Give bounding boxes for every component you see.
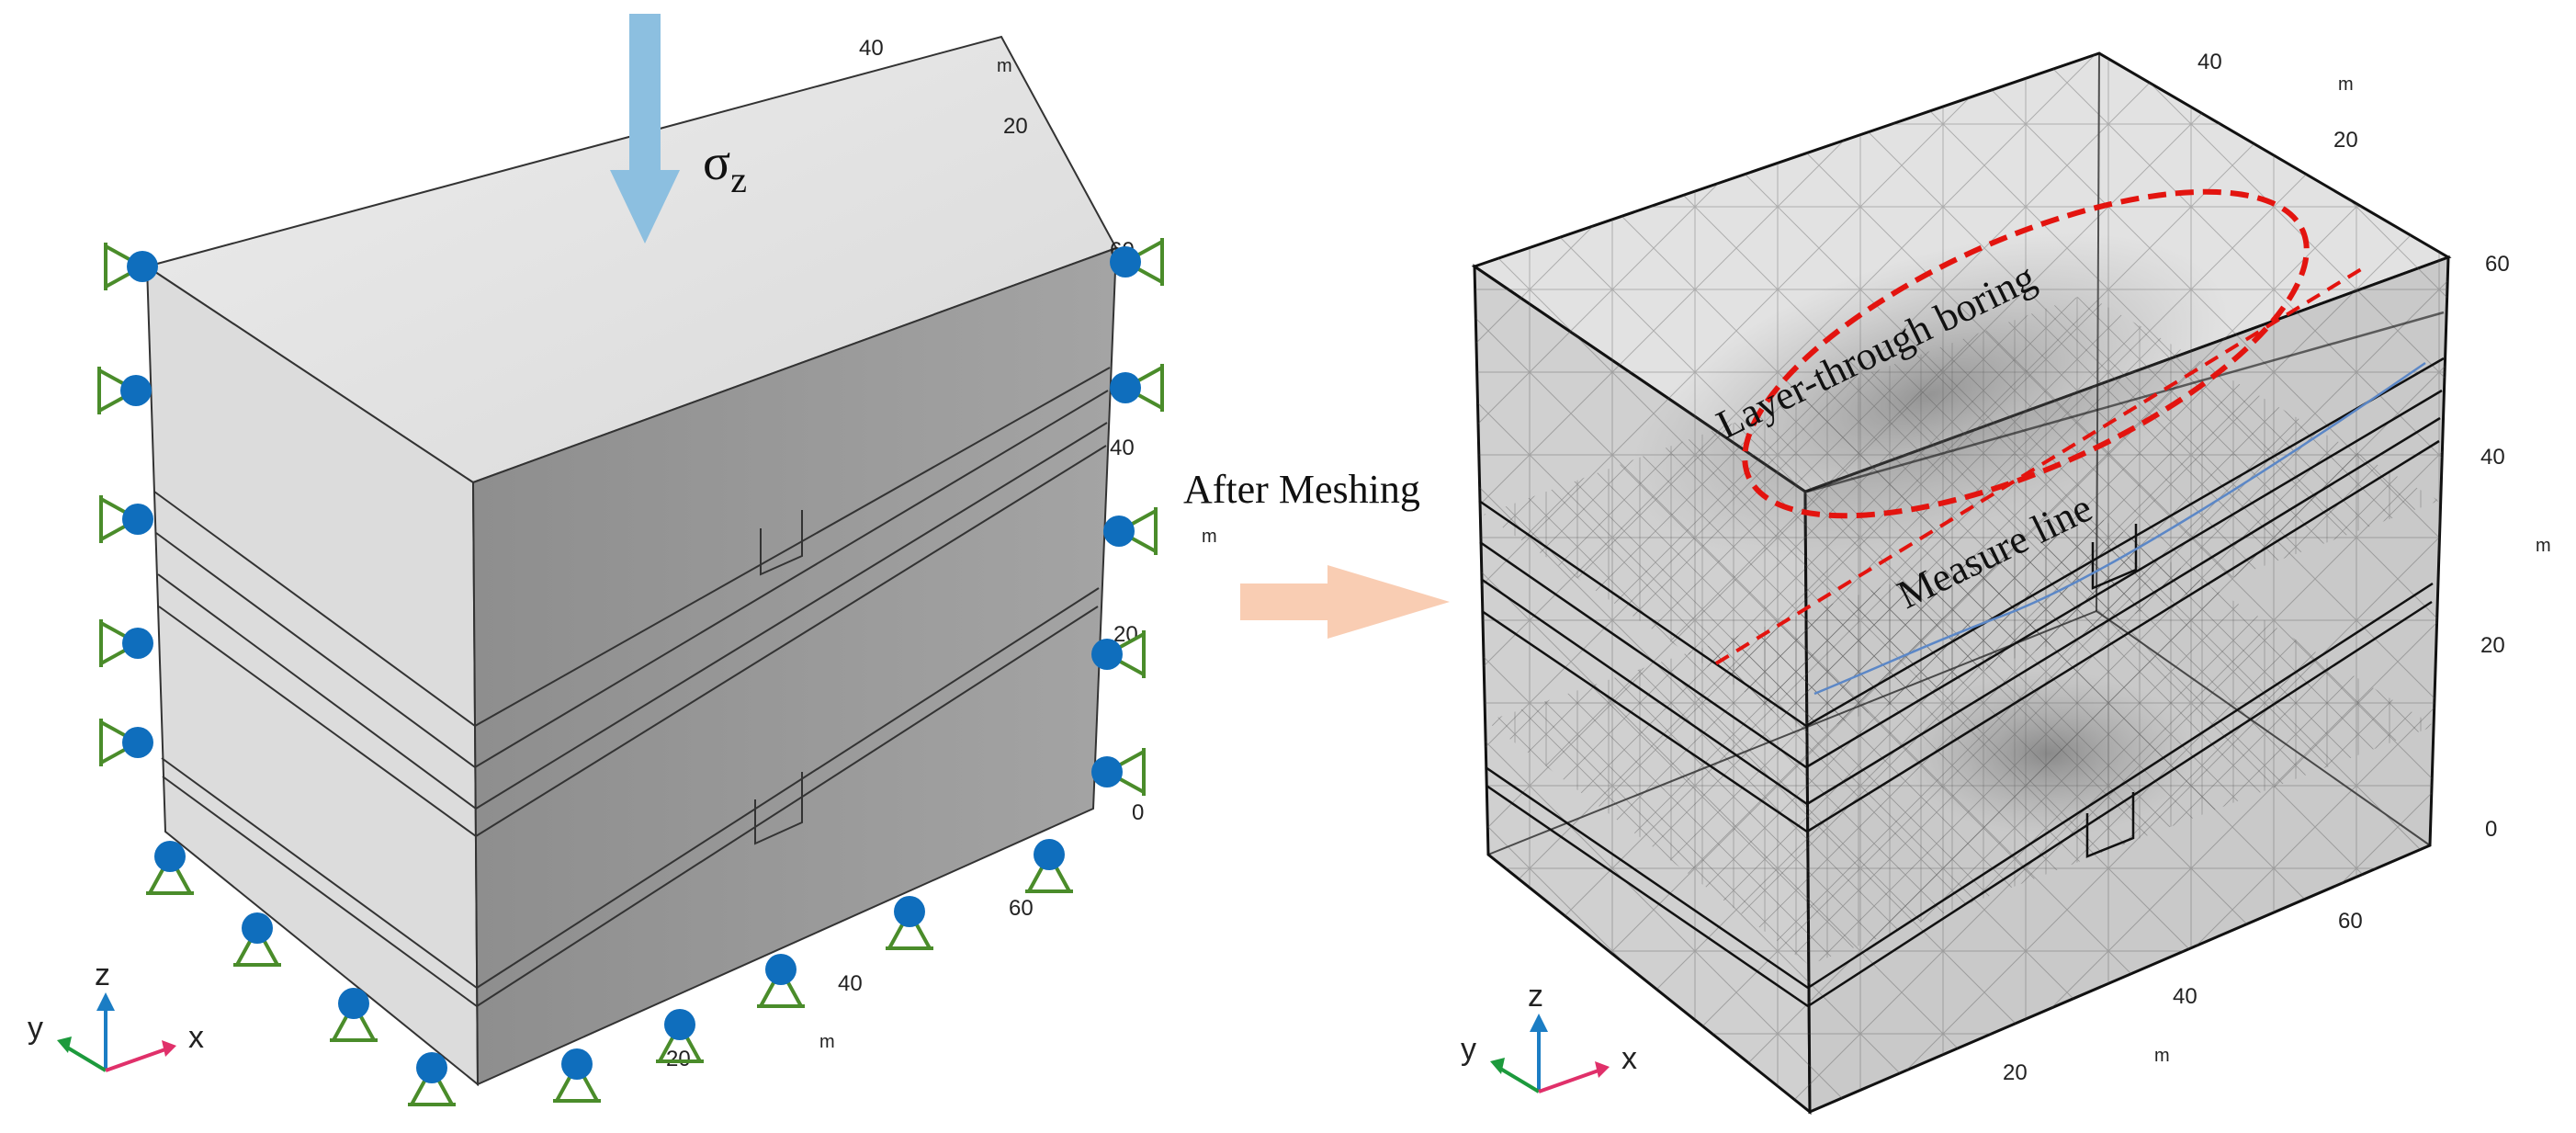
support-node (1091, 630, 1146, 678)
right-side-layer-lines (1478, 499, 1809, 1008)
right-axis-ticks: 40 m 20 60 40 m 20 0 60 40 m 20 (2003, 50, 2551, 1085)
support-node (553, 1048, 601, 1103)
right-tick-z-20: 20 (2480, 633, 2505, 658)
transition-arrow (1240, 565, 1450, 639)
measure-line-dashed (1714, 265, 2367, 665)
right-dense-cloud (1629, 232, 2230, 559)
right-tick-unit-bottom: m (2154, 1046, 2170, 1066)
support-node (757, 954, 805, 1008)
left-side-layer-lines (153, 491, 478, 1007)
support-node (408, 1052, 456, 1106)
load-arrow (610, 14, 680, 244)
right-model: Layer-through boring Measure line 40 m 2… (1471, 50, 2551, 1116)
left-front-face (471, 246, 1118, 1086)
support-node (233, 912, 281, 967)
transition-label: After Meshing (1183, 467, 1420, 512)
support-node (1110, 364, 1164, 412)
right-triad-z: z (1528, 979, 1543, 1014)
support-node (1091, 748, 1146, 796)
support-node (1103, 507, 1158, 555)
support-node (146, 841, 194, 895)
right-tick-z-0: 0 (2485, 817, 2497, 842)
support-node (99, 619, 153, 667)
left-supports (97, 238, 1164, 1106)
right-tick-z-40: 40 (2480, 445, 2505, 470)
left-triad-z: z (95, 957, 110, 992)
load-label: σz (703, 134, 747, 200)
left-tick-x-20: 20 (666, 1047, 691, 1071)
left-axis-triad: z y x (28, 957, 204, 1072)
left-tick-unit-bottom: m (819, 1032, 835, 1052)
right-tick-x-40: 40 (2173, 984, 2198, 1009)
right-tick-x-20: 20 (2003, 1060, 2028, 1085)
right-triad-y: y (1461, 1032, 1476, 1067)
support-node (1110, 238, 1164, 286)
right-axis-triad: z y x (1461, 979, 1637, 1093)
left-model: σz 40 m 20 60 40 m 20 0 60 40 m 20 (97, 14, 1217, 1106)
support-node (886, 896, 933, 950)
right-triad-x: x (1621, 1041, 1637, 1076)
left-triad-y: y (28, 1011, 43, 1046)
right-boring-notches (2085, 524, 2138, 858)
left-front-layer-lines (474, 367, 1111, 1007)
left-triad-x: x (188, 1020, 204, 1055)
support-node (656, 1009, 704, 1063)
support-node (1025, 839, 1073, 893)
left-boring-notches (754, 510, 803, 845)
right-tick-y-20: 20 (2333, 128, 2358, 153)
boring-highlight-ellipse (1742, 188, 2310, 519)
left-tick-z-0: 0 (1132, 800, 1144, 825)
right-tick-unit-right: m (2536, 536, 2551, 556)
right-dense-cloud-2 (1902, 671, 2196, 836)
right-tick-x-60: 60 (2338, 909, 2363, 934)
left-tick-unit-top: m (997, 56, 1012, 76)
transition: After Meshing (1183, 467, 1450, 639)
measure-line-curve (1813, 361, 2426, 696)
support-node (104, 243, 158, 290)
left-tick-y-20: 20 (1003, 114, 1028, 139)
left-tick-x-40: 40 (838, 971, 863, 996)
left-tick-y-40: 40 (859, 36, 884, 61)
support-node (99, 495, 153, 543)
left-tick-unit-right: m (1202, 527, 1217, 547)
support-node (99, 719, 153, 766)
left-tick-z-40: 40 (1110, 436, 1135, 460)
support-node (330, 988, 378, 1042)
left-tick-x-60: 60 (1009, 896, 1034, 921)
right-tick-z-60: 60 (2485, 252, 2510, 277)
right-front-layer-lines (1805, 311, 2445, 1008)
right-tick-unit-top: m (2338, 74, 2354, 95)
right-tick-y-40: 40 (2198, 50, 2222, 74)
support-node (97, 367, 152, 414)
